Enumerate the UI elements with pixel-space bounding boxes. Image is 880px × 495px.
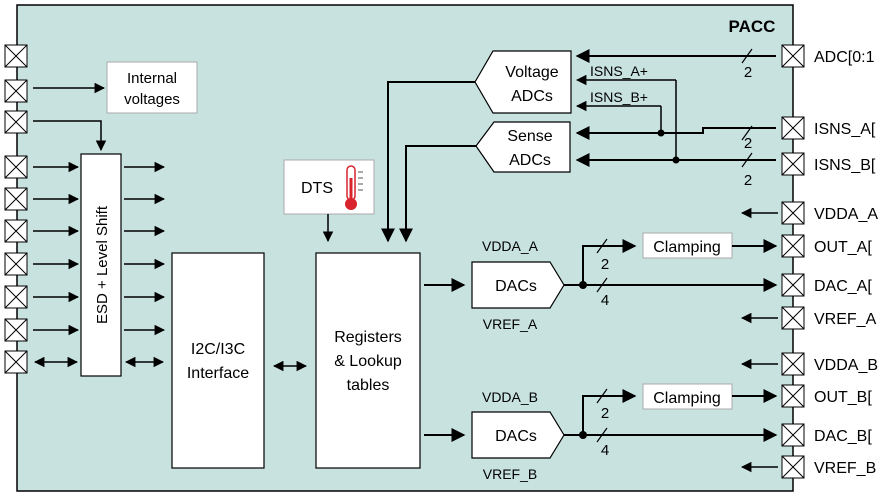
bus-width-label: 2 [744, 135, 752, 152]
clamping-b-label: Clamping [653, 390, 721, 407]
left-pins [4, 44, 28, 374]
pin [781, 152, 805, 176]
vdda-b-label: VDDA_B [482, 389, 538, 405]
pin-label-out-a: OUT_A[ [814, 239, 872, 256]
vdda-a-label: VDDA_A [482, 238, 539, 254]
bus-width-label: 2 [601, 256, 609, 273]
registers-line2: & Lookup [334, 353, 402, 370]
esd-level-shift-label: ESD + Level Shift [94, 205, 111, 324]
pin [781, 201, 805, 225]
pin-label-isns-a: ISNS_A[ [814, 121, 876, 138]
internal-voltages-line2: voltages [124, 91, 180, 108]
vref-b-label: VREF_B [483, 466, 537, 482]
pin [4, 285, 28, 309]
bus-width-label: 4 [601, 442, 609, 459]
sense-adcs-line2: ADCs [509, 152, 551, 169]
isns-b-plus-label: ISNS_B+ [590, 89, 648, 105]
clamping-a-label: Clamping [653, 239, 721, 256]
pin-label-adc: ADC[0:1 [814, 49, 875, 66]
pin [4, 110, 28, 134]
pin-label-vref-a: VREF_A [814, 311, 877, 328]
right-pin-labels: ADC[0:1 ISNS_A[ ISNS_B[ VDDA_A OUT_A[ DA… [814, 49, 878, 477]
voltage-adcs-line1: Voltage [505, 64, 558, 81]
dac-b-output-wiring [564, 358, 778, 473]
dacs-b-label: DACs [495, 428, 537, 445]
chip-title: PACC [729, 17, 776, 36]
pin-label-vdda-a: VDDA_A [814, 206, 878, 223]
i2c-label-line2: Interface [187, 365, 249, 382]
voltage-adcs-line2: ADCs [511, 88, 553, 105]
dacs-a-label: DACs [495, 278, 537, 295]
pin [4, 44, 28, 68]
pin-label-vdda-b: VDDA_B [814, 357, 878, 374]
pin [4, 318, 28, 342]
left-connections [33, 82, 166, 368]
pin [781, 384, 805, 408]
pin-label-dac-b: DAC_B[ [814, 428, 872, 445]
junction-dot [672, 156, 680, 164]
registers-line1: Registers [334, 329, 402, 346]
pin [4, 350, 28, 374]
vref-a-label: VREF_A [483, 316, 538, 332]
junction-dot [579, 281, 587, 289]
adc-to-registers [381, 81, 476, 243]
pin-label-dac-a: DAC_A[ [814, 278, 872, 295]
pin [781, 44, 805, 68]
dacs-a-block: DACs [471, 261, 565, 309]
pin [4, 79, 28, 103]
bus-width-label: 4 [601, 292, 609, 309]
pin [4, 187, 28, 211]
bus-width-label: 2 [744, 64, 752, 81]
dac-a-output-wiring [564, 207, 778, 324]
sense-adcs-block: Sense ADCs [475, 121, 571, 173]
internal-voltages-line1: Internal [127, 70, 177, 87]
pin-label-out-b: OUT_B[ [814, 389, 872, 406]
pin [781, 273, 805, 297]
voltage-adcs-block: Voltage ADCs [474, 50, 572, 114]
pin [781, 455, 805, 479]
pin [781, 116, 805, 140]
pin [4, 252, 28, 276]
dacs-b-block: DACs [471, 411, 565, 459]
clamping-a-block: Clamping [642, 232, 733, 259]
i2c-label-line1: I2C/I3C [191, 341, 245, 358]
sense-adcs-line1: Sense [507, 128, 552, 145]
pin [781, 423, 805, 447]
registers-lookup-block: Registers & Lookup tables [315, 252, 421, 469]
pin [4, 219, 28, 243]
junction-dot [657, 129, 665, 137]
pin [781, 234, 805, 258]
isns-a-plus-label: ISNS_A+ [590, 63, 648, 79]
junction-dot [579, 431, 587, 439]
internal-voltages-box: Internal voltages [106, 61, 198, 114]
pin-label-isns-b: ISNS_B[ [814, 157, 876, 174]
pin [781, 306, 805, 330]
right-pins [781, 44, 805, 479]
dts-block: DTS [283, 159, 375, 215]
registers-line3: tables [347, 377, 390, 394]
bus-width-label: 2 [744, 172, 752, 189]
i2c-i3c-interface-block: I2C/I3C Interface [171, 252, 265, 469]
dts-label: DTS [301, 180, 333, 197]
thermometer-icon [345, 165, 363, 210]
bus-width-label: 2 [601, 405, 609, 422]
pin [781, 352, 805, 376]
clamping-b-block: Clamping [642, 383, 733, 410]
esd-level-shift-block: ESD + Level Shift [80, 153, 122, 377]
pin-label-vref-b: VREF_B [814, 460, 876, 477]
pin [4, 155, 28, 179]
